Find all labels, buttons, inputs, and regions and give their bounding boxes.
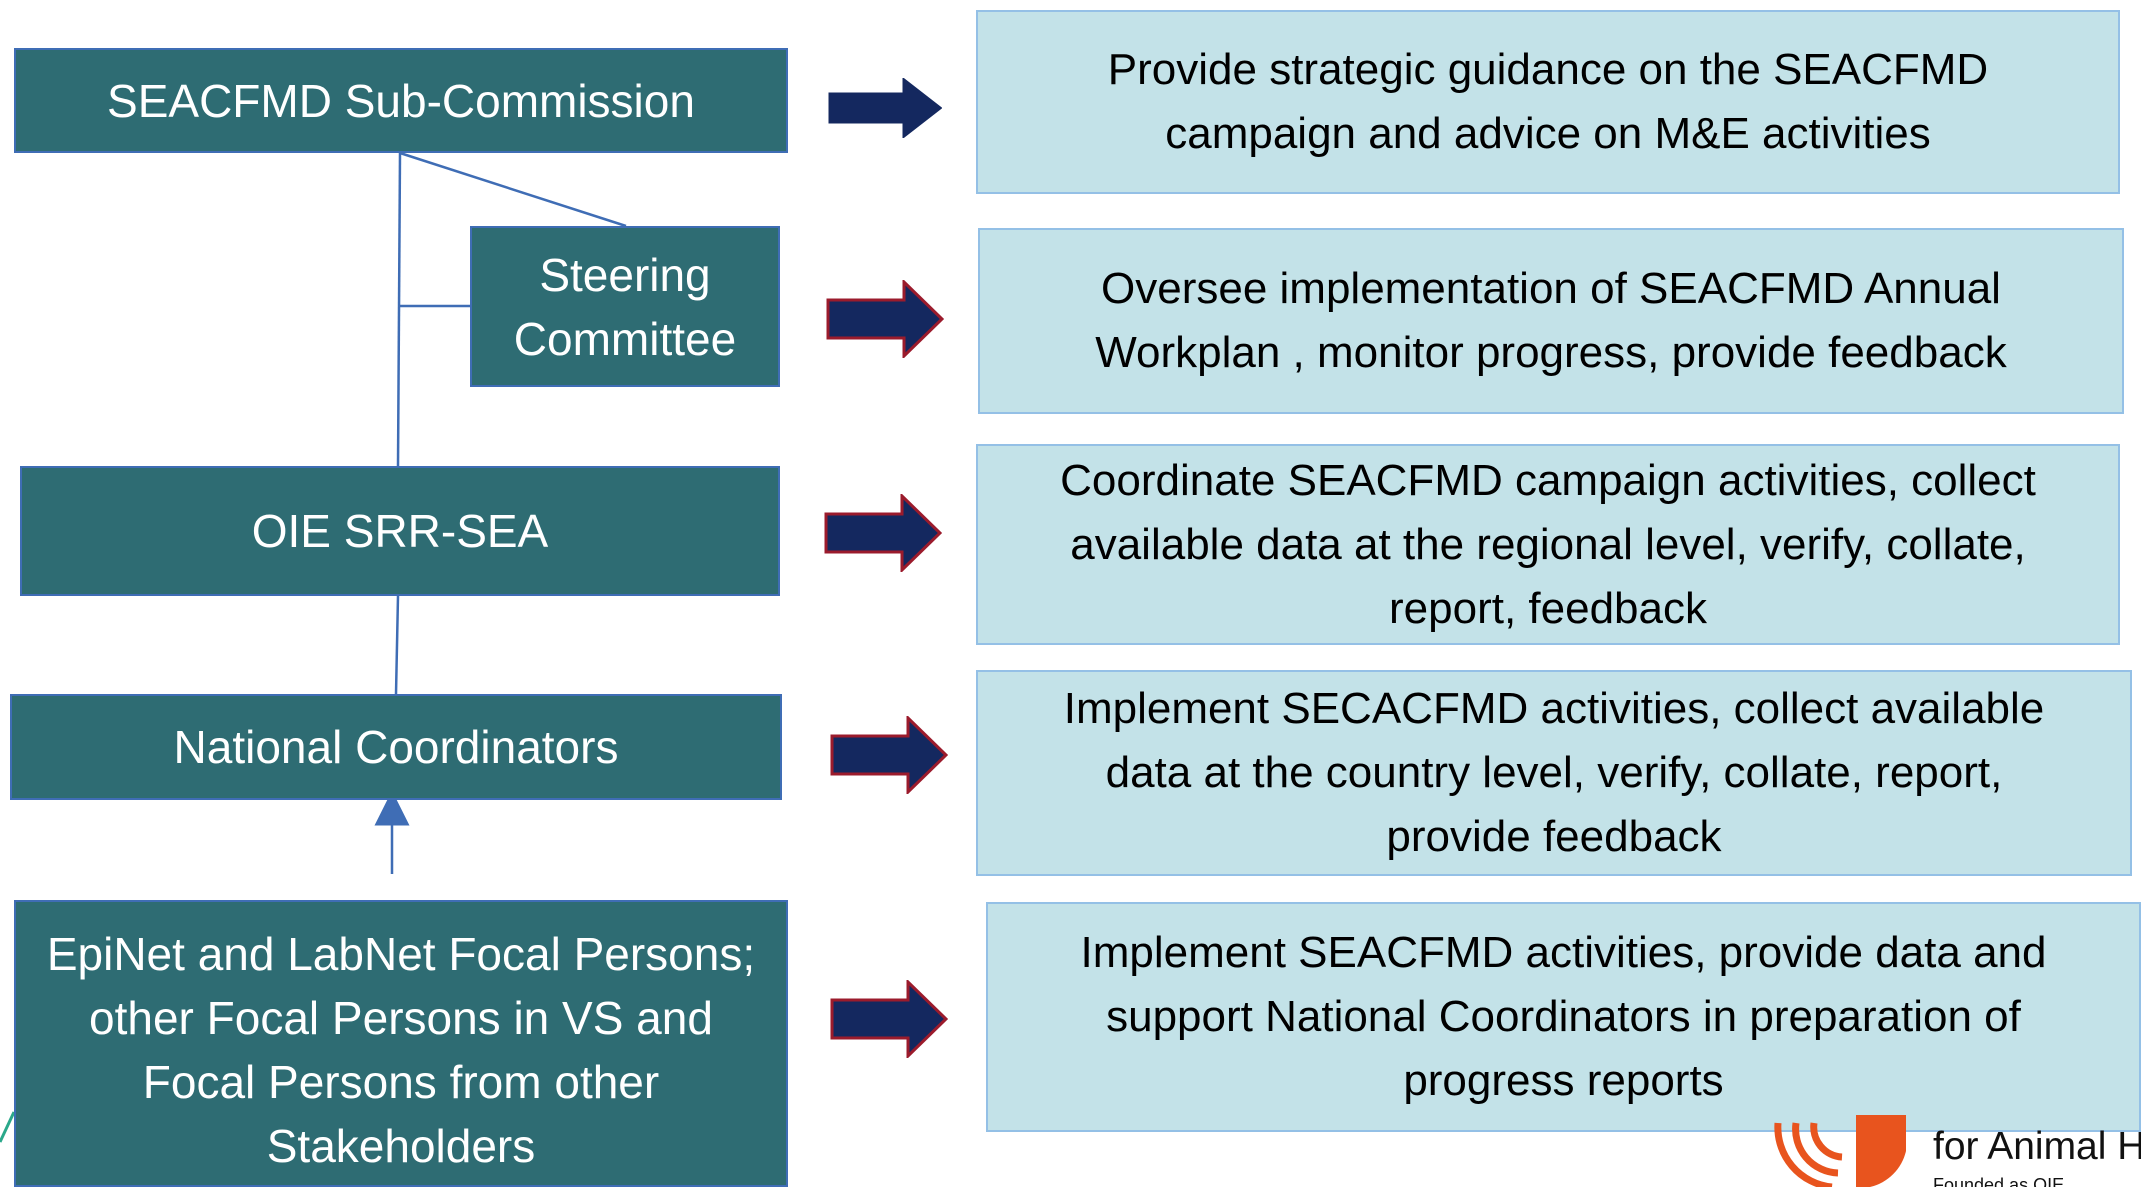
arrow-right-icon	[830, 716, 948, 794]
subcommission-description: Provide strategic guidance on the SEACFM…	[976, 10, 2120, 194]
subcommission-description-text: Provide strategic guidance on the SEACFM…	[1107, 45, 1989, 158]
woah-emblem-icon	[1774, 1115, 1906, 1187]
steering-committee-box: Steering Committee	[470, 226, 780, 387]
arrow-right-icon	[828, 78, 942, 138]
woah-logo: for Animal H Founded as OIE	[1770, 1115, 2141, 1187]
connector-subcommission-to-srr	[396, 152, 402, 467]
arrow-right-icon	[826, 280, 944, 358]
focal-persons-description: Implement SEACFMD activities, provide da…	[986, 902, 2141, 1132]
oie-srr-sea-label: OIE SRR-SEA	[251, 505, 549, 557]
focal-persons-box: EpiNet and LabNet Focal Persons; other F…	[14, 900, 788, 1187]
arrow-right-icon	[824, 494, 942, 572]
logo-subtext: Founded as OIE	[1933, 1175, 2065, 1187]
decorative-green-curve	[0, 1111, 16, 1143]
oie-srr-sea-box: OIE SRR-SEA	[20, 466, 780, 596]
oie-srr-sea-description-text: Coordinate SEACFMD campaign activities, …	[1060, 455, 2036, 633]
national-coordinators-box: National Coordinators	[10, 694, 782, 800]
subcommission-label: SEACFMD Sub-Commission	[107, 74, 695, 127]
connector-srr-to-national	[394, 595, 400, 695]
national-coordinators-label: National Coordinators	[173, 721, 619, 773]
arrow-right-icon	[830, 980, 948, 1058]
oie-srr-sea-description: Coordinate SEACFMD campaign activities, …	[976, 444, 2120, 645]
connector-subcommission-to-steering-diagonal	[399, 151, 627, 228]
focal-persons-description-text: Implement SEACFMD activities, provide da…	[1080, 928, 2047, 1105]
steering-committee-label: Steering Committee	[513, 248, 737, 365]
focal-persons-label: EpiNet and LabNet Focal Persons; other F…	[46, 928, 756, 1172]
subcommission-box: SEACFMD Sub-Commission	[14, 48, 788, 153]
steering-committee-description-text: Oversee implementation of SEACFMD Annual…	[1095, 264, 2007, 377]
steering-committee-description: Oversee implementation of SEACFMD Annual…	[978, 228, 2124, 414]
logo-text: for Animal H	[1933, 1125, 2141, 1168]
national-coordinators-description: Implement SECACFMD activities, collect a…	[976, 670, 2132, 876]
national-coordinators-description-text: Implement SECACFMD activities, collect a…	[1063, 684, 2045, 861]
